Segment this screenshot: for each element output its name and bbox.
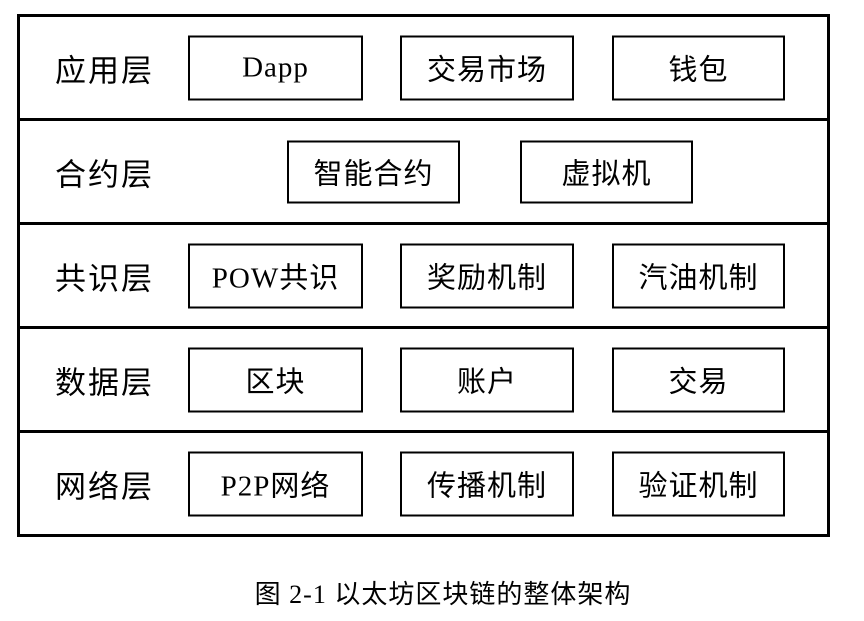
component-box-transaction: 交易 xyxy=(612,347,785,412)
architecture-diagram-frame: 应用层 Dapp 交易市场 钱包 合约层 智能合约 虚拟机 共识层 POW共识 … xyxy=(17,14,830,537)
component-box-gas-mechanism: 汽油机制 xyxy=(612,243,785,308)
component-box-propagation-mechanism: 传播机制 xyxy=(400,451,574,516)
component-box-block: 区块 xyxy=(188,347,363,412)
layer-row-data: 数据层 区块 账户 交易 xyxy=(20,326,827,430)
layer-row-contract: 合约层 智能合约 虚拟机 xyxy=(20,118,827,222)
component-box-p2p-network: P2P网络 xyxy=(188,451,363,516)
component-box-reward-mechanism: 奖励机制 xyxy=(400,243,574,308)
layer-label-contract: 合约层 xyxy=(55,157,154,192)
layer-row-application: 应用层 Dapp 交易市场 钱包 xyxy=(20,17,827,118)
component-box-trading-market: 交易市场 xyxy=(400,35,574,100)
layer-label-application: 应用层 xyxy=(55,53,154,88)
layer-row-network: 网络层 P2P网络 传播机制 验证机制 xyxy=(20,430,827,534)
component-box-smart-contract: 智能合约 xyxy=(287,140,460,203)
component-box-wallet: 钱包 xyxy=(612,35,785,100)
layer-row-consensus: 共识层 POW共识 奖励机制 汽油机制 xyxy=(20,222,827,326)
component-box-virtual-machine: 虚拟机 xyxy=(520,140,693,203)
layer-label-data: 数据层 xyxy=(55,365,154,400)
layer-label-network: 网络层 xyxy=(55,469,154,504)
layer-label-consensus: 共识层 xyxy=(55,261,154,296)
component-box-dapp: Dapp xyxy=(188,35,363,100)
component-box-verification-mechanism: 验证机制 xyxy=(612,451,785,516)
figure-caption: 图 2-1 以太坊区块链的整体架构 xyxy=(254,580,632,609)
component-box-pow-consensus: POW共识 xyxy=(188,243,363,308)
component-box-account: 账户 xyxy=(400,347,574,412)
